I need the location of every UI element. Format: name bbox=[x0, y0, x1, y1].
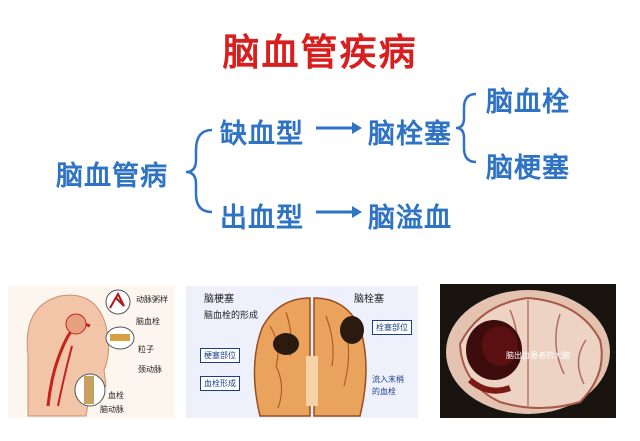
section-header-left: 脑梗塞 bbox=[204, 294, 234, 305]
head-label-1: 动脉粥样 bbox=[136, 295, 168, 304]
hemorrhage-illustration bbox=[446, 290, 610, 414]
result-infarction: 脑栓塞 bbox=[368, 119, 452, 150]
section-header-right: 脑栓塞 bbox=[354, 294, 384, 305]
page-title: 脑血管疾病 bbox=[222, 31, 418, 74]
label-infarct-site: 梗塞部位 bbox=[200, 348, 240, 363]
brain-section-image: 脑梗塞 脑血栓的形成 脑栓塞 梗塞部位 血栓形成 栓塞部位 流入末梢 的血栓 bbox=[186, 286, 418, 418]
subtype-thrombosis: 脑血栓 bbox=[486, 87, 570, 118]
head-anatomy-image: 动脉粥样 脑血栓 粒子 颈动脉 血栓 脑动脉 bbox=[8, 286, 174, 418]
arrow-ischemic-head bbox=[352, 122, 362, 134]
subtype-brace bbox=[455, 92, 477, 164]
branch-hemorrhagic: 出血型 bbox=[220, 203, 304, 234]
hemorrhage-photo: 脑出血患者的大脑 bbox=[440, 284, 616, 418]
hemorrhage-caption: 脑出血患者的大脑 bbox=[506, 351, 570, 360]
arrow-hemorrhagic-head bbox=[352, 206, 362, 218]
head-label-3: 粒子 bbox=[138, 345, 154, 354]
head-label-4: 颈动脉 bbox=[138, 365, 162, 374]
root-brace bbox=[185, 128, 213, 214]
branch-ischemic: 缺血型 bbox=[220, 119, 304, 150]
label-embolism-site: 栓塞部位 bbox=[372, 320, 412, 335]
label-distal-line2: 的血栓 bbox=[372, 387, 396, 396]
subtype-embolism: 脑梗塞 bbox=[486, 153, 570, 184]
head-illustration bbox=[26, 289, 135, 417]
head-label-2: 脑血栓 bbox=[136, 317, 160, 326]
section-sub-left: 脑血栓的形成 bbox=[204, 311, 259, 321]
root-node: 脑血管病 bbox=[56, 161, 168, 192]
brain-section-illustration bbox=[253, 297, 367, 417]
label-thrombus-formation: 血栓形成 bbox=[200, 376, 240, 391]
head-label-6: 脑动脉 bbox=[100, 405, 124, 414]
label-distal-line1: 流入末梢 bbox=[372, 375, 404, 384]
result-hemorrhage: 脑溢血 bbox=[368, 203, 452, 234]
head-label-5: 血栓 bbox=[108, 391, 124, 400]
